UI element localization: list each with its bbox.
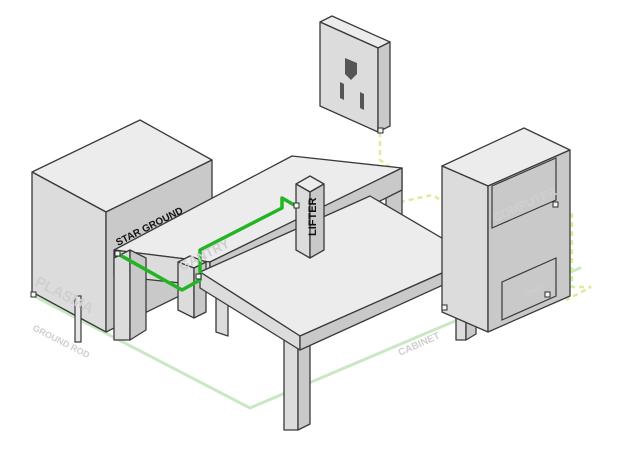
outlet-ground-wire — [378, 132, 399, 174]
outlet-terminal — [377, 127, 384, 134]
ground-rod-label: GROUND ROD — [31, 323, 92, 361]
plasma-terminal — [30, 291, 37, 298]
star-ground-terminal — [114, 250, 121, 257]
gantry-terminal — [195, 273, 202, 280]
computer-cabinet — [441, 127, 571, 333]
lifter-label: LIFTER — [307, 197, 319, 236]
wall-outlet-icon — [340, 58, 364, 110]
cutting-table — [199, 195, 477, 431]
star-ground-wire — [116, 196, 298, 292]
wall-outlet — [319, 15, 391, 133]
computer-terminal — [552, 201, 559, 208]
ground-rod — [74, 295, 82, 343]
cnc-terminal — [544, 291, 551, 298]
table-terminal — [441, 304, 448, 311]
lifter-terminal — [293, 202, 300, 209]
